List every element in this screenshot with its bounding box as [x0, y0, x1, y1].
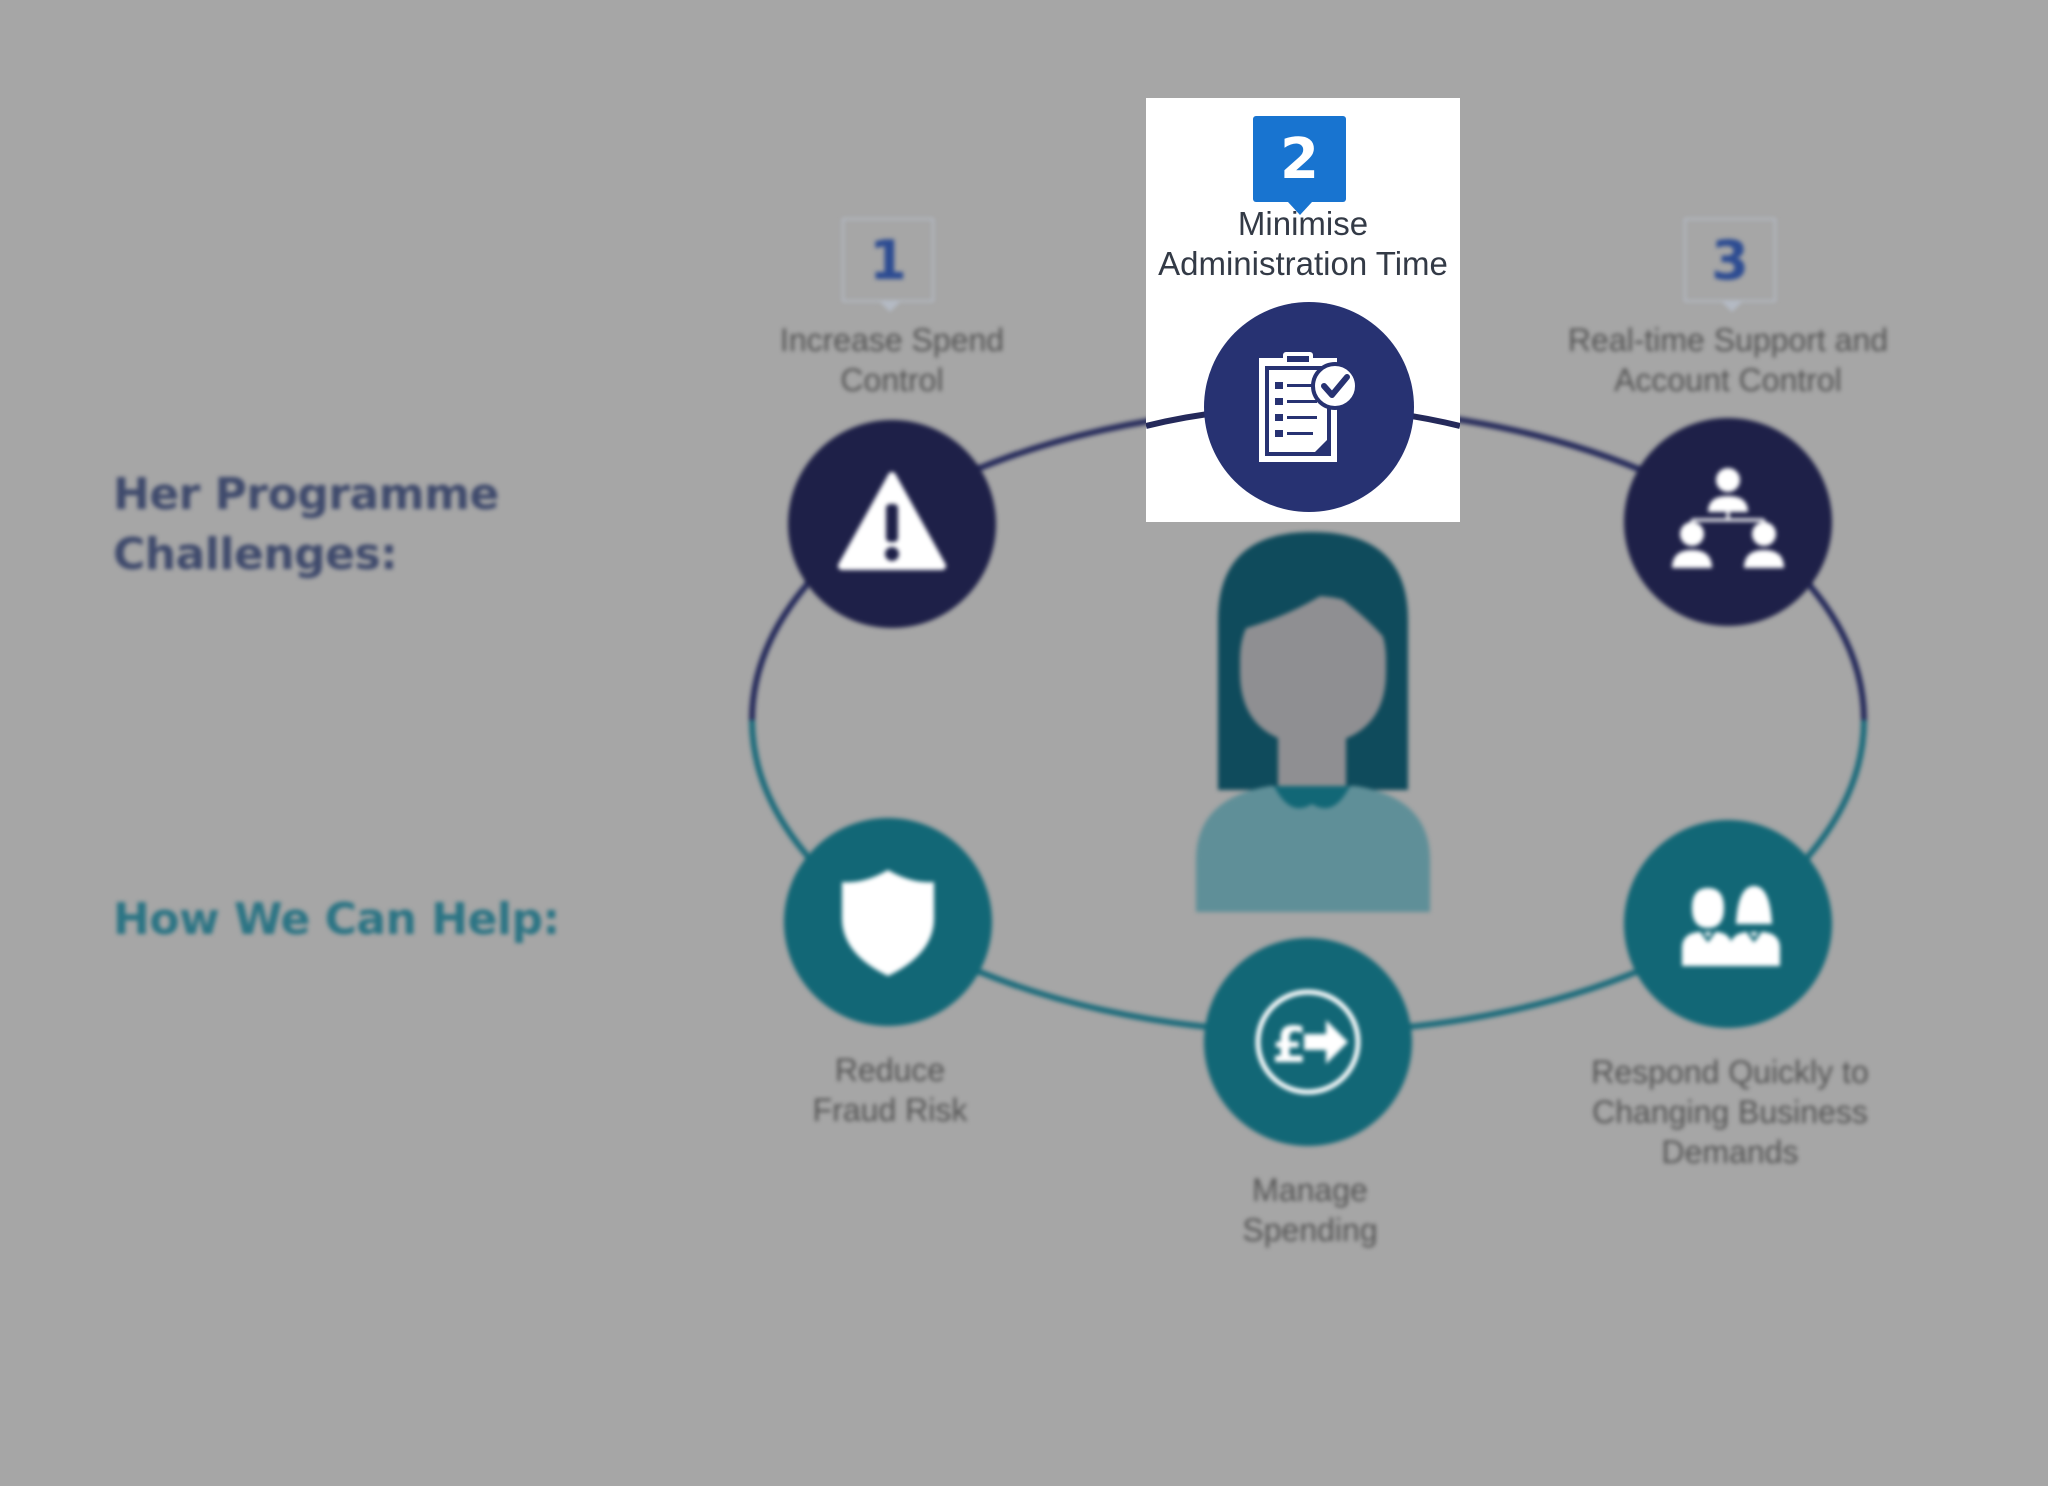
challenge-3-caption: Real-time Support and Account Control [1508, 320, 1948, 400]
solution-2-caption-line2: Spending [1242, 1212, 1378, 1248]
challenge-1-caption-line2: Control [840, 362, 944, 398]
solution-1-caption-line1: Reduce [834, 1052, 946, 1088]
challenge-1-caption: Increase Spend Control [742, 320, 1042, 400]
pound-transfer-icon: £ [1255, 989, 1361, 1095]
shield-icon [842, 870, 934, 976]
solution-3-caption-line2: Changing Business [1592, 1094, 1868, 1130]
challenge-2-caption-line1: Minimise [1237, 205, 1369, 242]
solution-3-caption-line1: Respond Quickly to [1591, 1054, 1869, 1090]
woman-avatar-icon [1196, 532, 1430, 912]
org-chart-icon [1672, 468, 1784, 568]
challenge-3-badge: 3 [1684, 218, 1776, 312]
solution-2-caption-line1: Manage [1252, 1172, 1368, 1208]
people-icon [1682, 886, 1780, 966]
challenge-3-caption-line1: Real-time Support and [1567, 322, 1889, 358]
challenge-2-caption-line2: Administration Time [1158, 245, 1448, 282]
checklist-icon [1259, 352, 1359, 462]
solution-2-caption: Manage Spending [1160, 1170, 1460, 1250]
challenge-3-caption-line2: Account Control [1614, 362, 1842, 398]
warning-icon [838, 472, 946, 570]
challenge-1-badge: 1 [842, 218, 934, 312]
challenge-2-badge: 2 [1253, 116, 1346, 215]
solution-2-node: £ [1204, 938, 1412, 1146]
challenge-1-node [788, 420, 996, 628]
challenge-2-number: 2 [1280, 126, 1319, 192]
solution-3-caption-line3: Demands [1661, 1134, 1799, 1170]
solution-3-node [1624, 820, 1832, 1028]
challenge-1-number: 1 [869, 228, 907, 292]
challenge-2-caption: Minimise Administration Time [1146, 204, 1460, 284]
challenge-3-number: 3 [1711, 228, 1749, 292]
challenge-1-caption-line1: Increase Spend [779, 322, 1005, 358]
challenges-heading: Her Programme Challenges: [113, 465, 499, 585]
challenges-heading-line1: Her Programme [113, 469, 499, 520]
challenges-heading-line2: Challenges: [113, 529, 398, 580]
challenge-3-node [1624, 418, 1832, 626]
solution-1-caption-line2: Fraud Risk [812, 1092, 968, 1128]
svg-text:£: £ [1272, 1016, 1307, 1074]
solution-1-caption: Reduce Fraud Risk [740, 1050, 1040, 1130]
help-heading: How We Can Help: [113, 894, 560, 945]
solution-1-node [784, 818, 992, 1026]
solution-3-caption: Respond Quickly to Changing Business Dem… [1510, 1052, 1950, 1172]
challenge-2-node [1204, 302, 1414, 512]
